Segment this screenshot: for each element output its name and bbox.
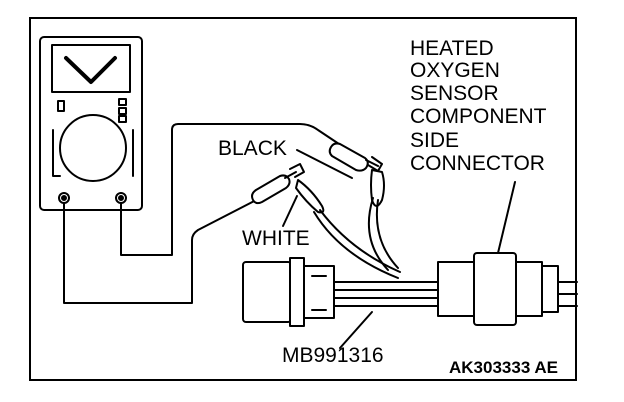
- white-probe-clip: [295, 179, 325, 214]
- label-sensor-line-4: COMPONENT: [410, 105, 547, 128]
- dial-bracket-left: [52, 129, 61, 177]
- label-harness-tool: MB991316: [282, 344, 384, 367]
- multimeter: [39, 36, 143, 211]
- switch-right-mid: [118, 107, 127, 115]
- multimeter-dial: [59, 114, 127, 182]
- switch-right-bottom: [118, 115, 127, 123]
- label-sensor-line-3: SENSOR: [410, 82, 499, 105]
- black-probe-wire-a: [375, 199, 399, 269]
- connector-leader-line: [497, 181, 516, 254]
- switch-left: [57, 100, 65, 112]
- white-lead-wire: [63, 196, 263, 304]
- label-sensor-line-1: HEATED: [410, 37, 494, 60]
- voltage-symbol-icon: [64, 56, 117, 84]
- switch-right-top: [118, 98, 127, 106]
- multimeter-display: [51, 44, 131, 93]
- label-sensor-line-2: OXYGEN: [410, 59, 500, 82]
- white-probe-wire-b: [313, 211, 399, 279]
- harness-leader-line: [339, 311, 373, 349]
- black-leader-line: [296, 149, 353, 179]
- label-sensor-line-6: CONNECTOR: [410, 152, 545, 175]
- label-white: WHITE: [242, 227, 310, 250]
- white-probe: [251, 163, 305, 205]
- label-sensor-line-5: SIDE: [410, 129, 460, 152]
- white-probe-wire-a: [319, 209, 401, 273]
- black-lead-wire: [120, 123, 346, 256]
- label-black: BLACK: [218, 137, 287, 160]
- sensor-side-connector: [437, 252, 559, 326]
- harness-connector-left: [242, 257, 335, 327]
- label-figure-code: AK303333 AE: [449, 358, 558, 377]
- black-probe: [328, 142, 383, 172]
- white-leader-line: [282, 195, 298, 227]
